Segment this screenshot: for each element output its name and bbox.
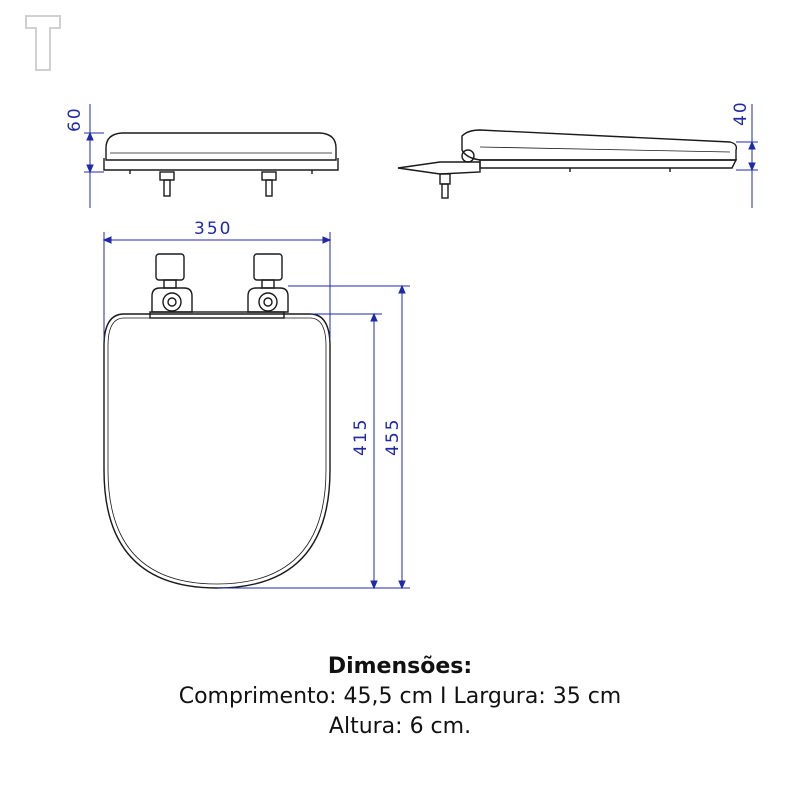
caption-length-width: Comprimento: 45,5 cm I Largura: 35 cm xyxy=(178,684,622,709)
hinge-left xyxy=(155,253,185,281)
brand-t-logo-icon xyxy=(25,15,61,71)
hinge-right xyxy=(253,253,283,281)
front-elevation-view xyxy=(103,132,339,197)
dim-label-inner-length: 415 xyxy=(351,418,371,456)
dim-label-height-side: 60 xyxy=(65,106,85,132)
dim-label-width: 350 xyxy=(194,219,232,239)
top-plan-view xyxy=(103,253,331,589)
seat-lid-outline xyxy=(103,313,331,589)
caption-height: Altura: 6 cm. xyxy=(328,714,472,739)
dim-label-height-profile: 40 xyxy=(731,100,751,126)
dim-label-total-length: 455 xyxy=(383,418,403,456)
caption-title: Dimensões: xyxy=(327,654,473,679)
dimension-lines xyxy=(84,104,758,590)
side-profile-view xyxy=(397,129,738,199)
dimensions-caption: Dimensões: Comprimento: 45,5 cm I Largur… xyxy=(0,652,800,742)
